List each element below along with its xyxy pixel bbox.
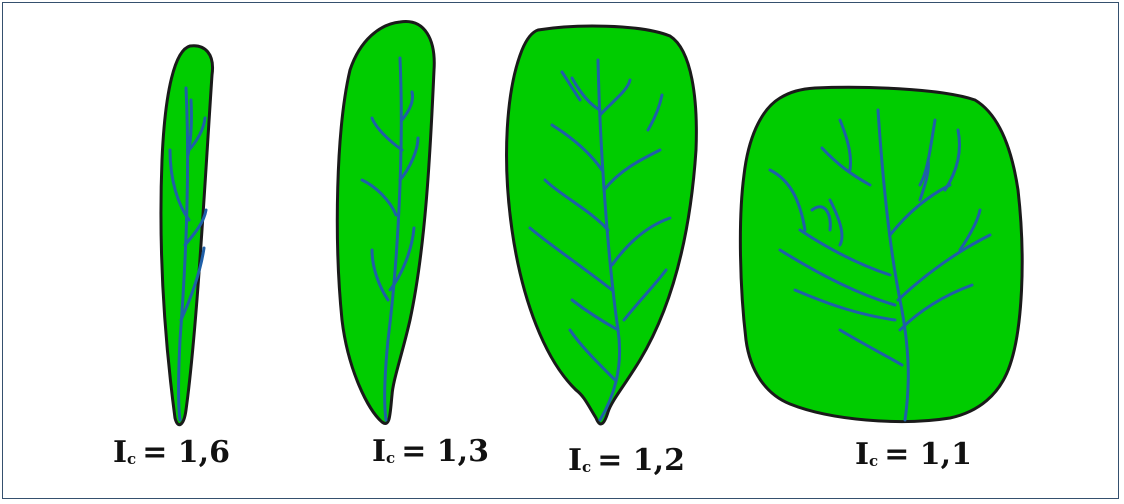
leaf-1-veins (168, 86, 208, 422)
leaf-2-label-subscript: c (386, 449, 396, 467)
leaf-4-label-value: = 1,1 (884, 437, 972, 472)
leaf-4-label-subscript: c (869, 452, 879, 470)
leaf-1-label: Ic = 1,6 (113, 438, 230, 468)
leaf-3-label: Ic = 1,2 (568, 446, 685, 476)
leaf-1-label-value: = 1,6 (142, 435, 230, 470)
leaf-4-label-symbol: I (855, 437, 870, 472)
leaf-1-label-subscript: c (127, 450, 137, 468)
leaf-1 (159, 44, 215, 427)
leaf-3-label-subscript: c (582, 458, 592, 476)
leaf-4-veins (768, 108, 992, 422)
leaf-4-blade (738, 85, 1024, 424)
leaf-1-label-symbol: I (113, 435, 128, 470)
leaf-3 (505, 24, 698, 426)
diagram-frame (2, 2, 1119, 499)
leaf-2-label: Ic = 1,3 (372, 437, 489, 467)
leaf-2 (335, 20, 436, 425)
leaf-3-label-symbol: I (568, 443, 583, 478)
leaf-3-label-value: = 1,2 (597, 443, 685, 478)
leaf-2-label-value: = 1,3 (401, 434, 489, 469)
leaf-4 (738, 85, 1024, 424)
leaf-2-label-symbol: I (372, 434, 387, 469)
leaf-4-label: Ic = 1,1 (855, 440, 972, 470)
leaf-2-veins (360, 56, 420, 422)
leaf-2-blade (335, 20, 436, 425)
leaf-3-veins (528, 58, 672, 422)
